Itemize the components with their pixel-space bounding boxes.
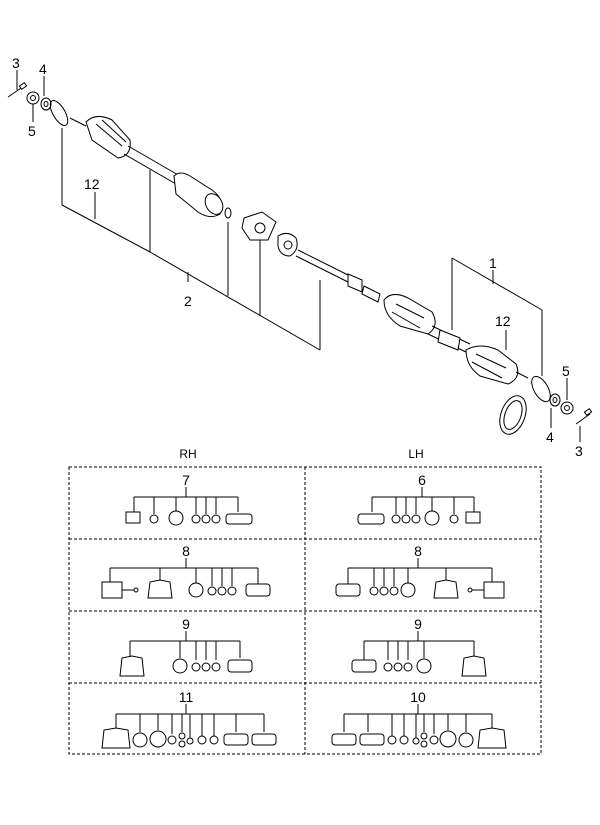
column-header-rh: RH bbox=[179, 447, 196, 461]
inner-cv-joint-right bbox=[383, 294, 436, 335]
bolt-right bbox=[575, 407, 593, 425]
washer-right bbox=[549, 393, 561, 407]
bolt-left bbox=[7, 81, 28, 98]
kit-table: RH LH 7 6 bbox=[68, 447, 542, 755]
callout-3-left: 3 bbox=[12, 55, 20, 71]
kit-callout-11: 11 bbox=[179, 689, 194, 705]
leader-lines bbox=[16, 70, 581, 442]
drive-shaft-assembly: 3 4 5 12 2 1 12 5 4 3 bbox=[7, 55, 593, 459]
shaft-bar-left bbox=[123, 145, 181, 185]
kit-callout-6: 6 bbox=[418, 472, 426, 488]
nut-left bbox=[26, 91, 40, 105]
kit-row4-lh: 10 bbox=[331, 689, 507, 749]
intermediate-bearing bbox=[277, 232, 298, 257]
kit-row1-lh: 6 bbox=[357, 472, 481, 526]
outer-cv-joint-left bbox=[69, 116, 131, 159]
kit-row4-rh: 11 bbox=[101, 689, 277, 749]
shaft-bar-middle bbox=[295, 249, 381, 303]
callout-2: 2 bbox=[184, 293, 192, 309]
callout-4-left: 4 bbox=[39, 61, 47, 77]
ring-right bbox=[531, 375, 551, 403]
nut-right bbox=[560, 401, 574, 415]
circlip bbox=[224, 207, 232, 219]
callout-1: 1 bbox=[489, 255, 497, 271]
callout-5-right: 5 bbox=[562, 363, 570, 379]
callout-12-right: 12 bbox=[495, 313, 511, 329]
callout-5-left: 5 bbox=[28, 123, 36, 139]
callout-4-right: 4 bbox=[546, 429, 554, 445]
kit-callout-8-rh: 8 bbox=[182, 543, 190, 559]
outer-cv-joint-right bbox=[465, 345, 529, 385]
kit-row3-lh: 9 bbox=[351, 616, 487, 677]
callout-12-left: 12 bbox=[84, 176, 100, 192]
kit-callout-7: 7 bbox=[182, 472, 190, 488]
kit-row3-rh: 9 bbox=[119, 616, 253, 677]
column-header-lh: LH bbox=[408, 447, 423, 461]
callout-3-right: 3 bbox=[575, 443, 583, 459]
inner-cv-boot-left bbox=[173, 172, 224, 218]
ring-left bbox=[49, 100, 69, 126]
tone-ring bbox=[499, 395, 527, 435]
support-bracket bbox=[241, 211, 277, 241]
washer-left bbox=[40, 97, 52, 111]
shaft-bar-right bbox=[427, 325, 471, 353]
kit-row2-rh: 8 bbox=[101, 543, 271, 599]
kit-row1-rh: 7 bbox=[125, 472, 253, 526]
kit-callout-9-lh: 9 bbox=[414, 616, 422, 632]
kit-callout-9-rh: 9 bbox=[182, 616, 190, 632]
kit-callout-8-lh: 8 bbox=[414, 543, 422, 559]
kit-row2-lh: 8 bbox=[335, 543, 505, 599]
kit-callout-10: 10 bbox=[410, 689, 426, 705]
